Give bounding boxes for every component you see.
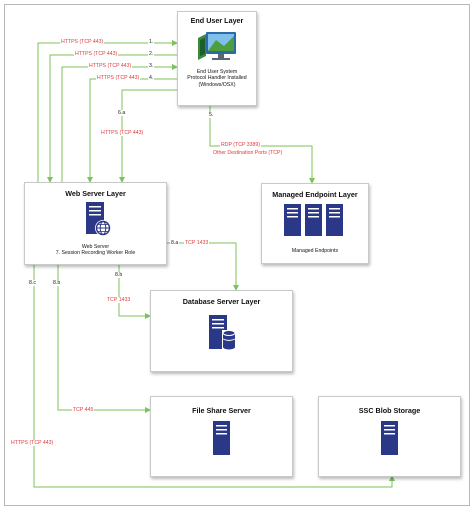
file-share-server-title: File Share Server: [192, 406, 251, 415]
end-user-layer-title: End User Layer: [190, 16, 244, 25]
conn-6a: [119, 89, 177, 183]
end-user-caption-line-2: Protocol Handler Installed: [187, 75, 247, 82]
database-server-layer-title: Database Server Layer: [182, 297, 261, 306]
web-server-caption-line-2: 7. Session Recording Worker Role: [55, 250, 136, 257]
step-3: 3.: [148, 63, 155, 69]
label-https-4: HTTPS (TCP 443): [96, 75, 141, 81]
label-tcp-1433-8b: TCP 1433: [106, 297, 132, 303]
step-1: 1.: [148, 39, 155, 45]
managed-endpoint-layer-box: Managed Endpoint Layer Managed Endpoints: [261, 183, 369, 264]
conn-8c: [33, 263, 395, 488]
database-server-layer-box: Database Server Layer: [150, 290, 293, 372]
blob-storage-title: SSC Blob Storage: [358, 406, 421, 415]
label-https-2: HTTPS (TCP 443): [74, 51, 119, 57]
label-tcp-445: TCP 445: [72, 407, 95, 413]
step-2: 2.: [148, 51, 155, 57]
label-tcp-1433-8a: TCP 1433: [184, 240, 210, 246]
label-rdp: RDP (TCP 3389): [220, 142, 262, 148]
web-server-caption: Web Server 7. Session Recording Worker R…: [25, 244, 166, 257]
end-user-caption-line-1: End User System: [196, 69, 238, 75]
blob-storage-box: SSC Blob Storage: [318, 396, 461, 477]
end-user-caption-line-3: (Windows/OSX): [198, 81, 236, 88]
managed-endpoint-caption: Managed Endpoints: [291, 248, 339, 254]
storage-server-icon: [381, 421, 398, 455]
file-share-server-box: File Share Server: [150, 396, 293, 477]
web-server-layer-title: Web Server Layer: [65, 189, 126, 198]
end-user-caption: End User System Protocol Handler Install…: [178, 69, 256, 88]
web-server-icon: [86, 202, 111, 236]
conn-3: [61, 64, 178, 182]
label-other-ports: Other Destination Ports (TCP): [212, 150, 284, 156]
label-https-8c: HTTPS (TCP 443): [10, 440, 55, 446]
conn-8b-file: [57, 263, 151, 413]
conn-1: [37, 40, 178, 182]
label-https-6a: HTTPS (TCP 443): [100, 130, 145, 136]
step-6a: 6.a: [117, 110, 127, 116]
desktop-computer-icon: [198, 32, 236, 60]
step-5: 5.: [208, 112, 215, 118]
file-server-icon: [213, 421, 230, 455]
server-rack-icon: [284, 204, 343, 236]
step-8a: 8.a: [170, 240, 180, 246]
conn-2: [47, 54, 177, 183]
conn-8a: [165, 242, 239, 291]
end-user-layer-box: End User Layer End User System Protocol …: [177, 11, 257, 106]
label-https-3: HTTPS (TCP 443): [88, 63, 133, 69]
step-8b-left: 8.b: [52, 280, 62, 286]
database-server-icon: [209, 315, 236, 350]
managed-endpoint-layer-title: Managed Endpoint Layer: [272, 190, 358, 199]
step-4: 4.: [148, 75, 155, 81]
step-8c: 8.c: [28, 280, 37, 286]
label-https-1: HTTPS (TCP 443): [60, 39, 105, 45]
conn-8b: [118, 263, 151, 319]
web-server-layer-box: Web Server Layer Web Server 7. Session R…: [24, 182, 167, 265]
step-8b: 8.b: [114, 272, 124, 278]
web-server-caption-line-1: Web Server: [81, 244, 110, 250]
